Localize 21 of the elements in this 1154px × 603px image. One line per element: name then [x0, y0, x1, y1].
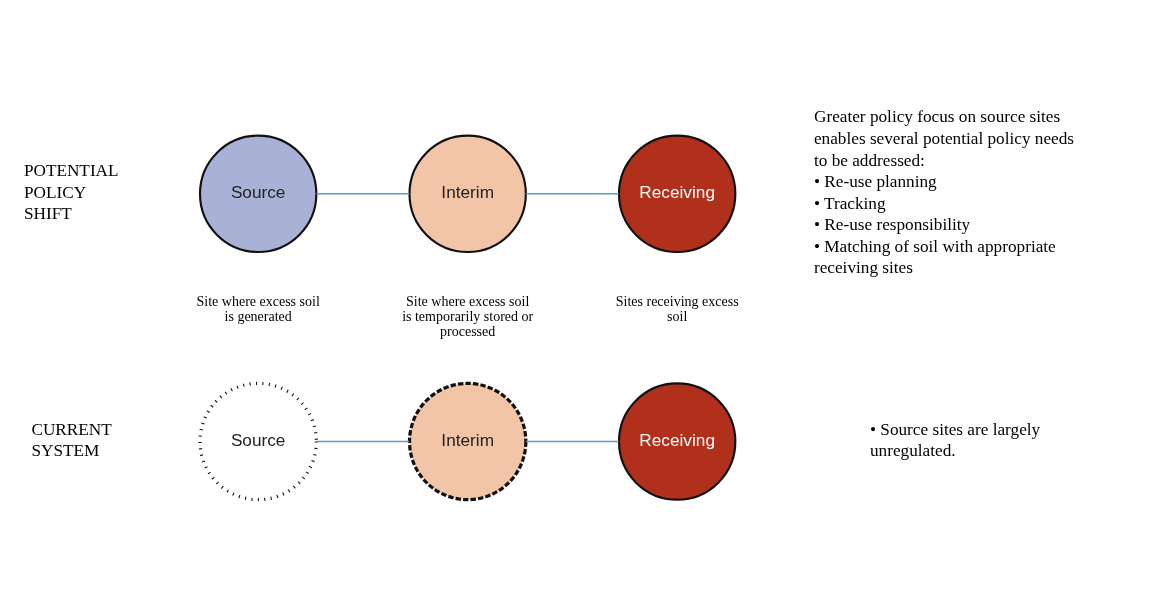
- label: Greater policy focus on source sites enables several potential policy needs to be addressed:: [813, 107, 1075, 170]
- node-circle: Receiving: [617, 134, 737, 254]
- node-circle: Interim: [407, 381, 528, 502]
- connector: [315, 193, 411, 195]
- connector: [315, 440, 411, 443]
- node-label: Site where excess soil is generated: [196, 294, 320, 325]
- node-circle: Source: [198, 134, 318, 254]
- label: POTENTIAL POLICY SHIFT: [23, 161, 119, 224]
- node-circle: Interim: [408, 134, 527, 254]
- node-label: Sites receiving excess soil: [615, 294, 739, 325]
- label: • Re-use planning: [813, 172, 937, 192]
- label: • Source sites are largely unregulated.: [869, 419, 1041, 461]
- label: • Re-use responsibility: [813, 215, 971, 235]
- node-circle: Receiving: [617, 382, 737, 501]
- label: • Matching of soil with appropriate receiving sites: [813, 236, 1056, 278]
- node-label: Site where excess soil is temporarily stored or processed: [402, 294, 534, 340]
- label: • Tracking: [813, 193, 886, 213]
- node-circle: Source: [198, 381, 318, 502]
- label: CURRENT SYSTEM: [31, 419, 112, 461]
- connector: [525, 440, 620, 443]
- connector: [525, 193, 620, 195]
